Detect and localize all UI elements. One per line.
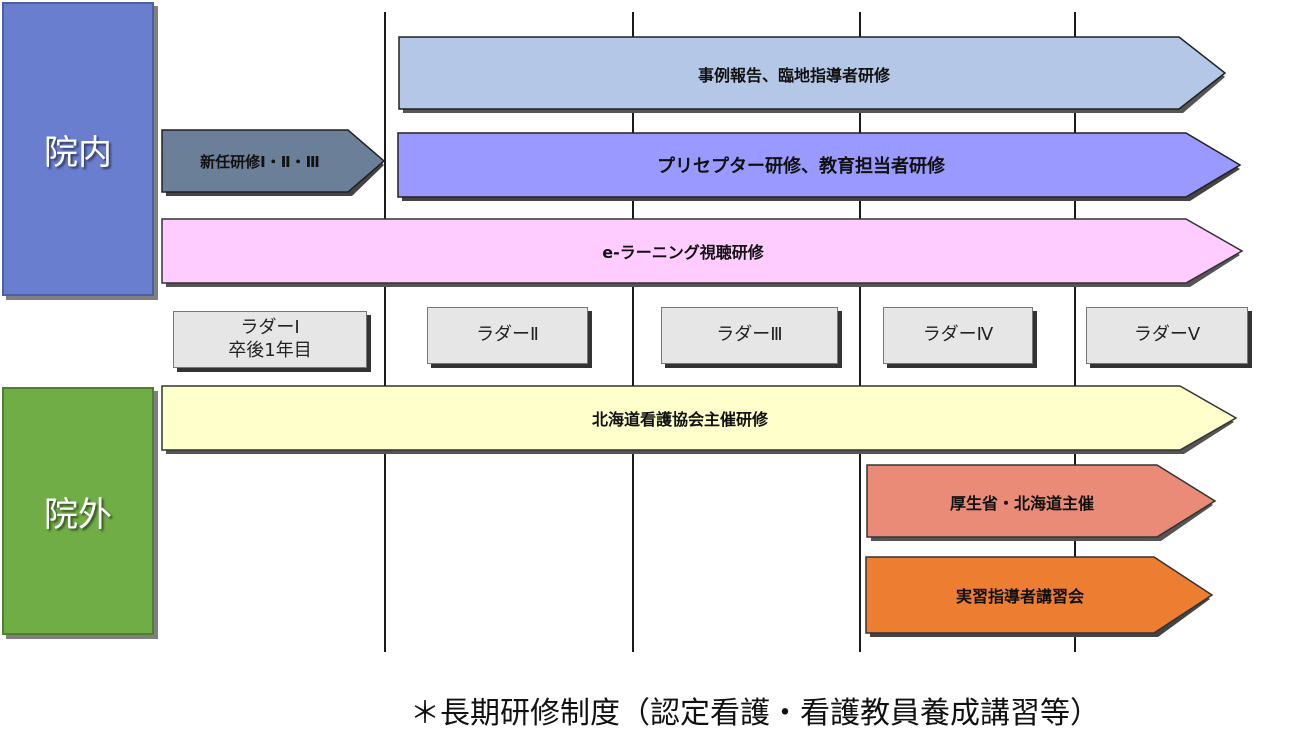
nursing-association-arrow: 北海道看護協会主催研修 xyxy=(161,385,1238,454)
ladder-2-box: ラダーⅡ xyxy=(427,307,588,364)
preceptor-label: プリセプター研修、教育担当者研修 xyxy=(657,156,945,177)
elearning-arrow: e-ラーニング視聴研修 xyxy=(161,218,1244,287)
outside-hospital-text: 院外 xyxy=(44,494,112,535)
new-staff-label: 新任研修Ⅰ・Ⅱ・Ⅲ xyxy=(200,153,320,171)
new-staff-arrow: 新任研修Ⅰ・Ⅱ・Ⅲ xyxy=(161,129,386,196)
practicum-label: 実習指導者講習会 xyxy=(955,587,1084,606)
preceptor-arrow: プリセプター研修、教育担当者研修 xyxy=(397,132,1244,201)
ladder-1-label: ラダーⅠ xyxy=(240,317,300,338)
case-report-label: 事例報告、臨地指導者研修 xyxy=(697,65,890,85)
nursing-association-label: 北海道看護協会主催研修 xyxy=(591,410,768,429)
inside-hospital-text: 院内 xyxy=(44,132,112,173)
ministry-arrow: 厚生省・北海道主催 xyxy=(866,464,1217,541)
ladder-3-label: ラダーⅢ xyxy=(716,324,783,346)
long-term-training-footnote: ＊長期研修制度（認定看護・看護教員養成講習等） xyxy=(410,696,1100,731)
outside-hospital-label: 院外 xyxy=(2,387,154,635)
practicum-arrow: 実習指導者講習会 xyxy=(865,556,1214,637)
ministry-label: 厚生省・北海道主催 xyxy=(949,493,1094,513)
inside-hospital-label: 院内 xyxy=(2,2,154,296)
ladder-4-label: ラダーⅣ xyxy=(922,324,994,346)
ladder-2-label: ラダーⅡ xyxy=(476,324,539,346)
case-report-arrow: 事例報告、臨地指導者研修 xyxy=(398,36,1229,113)
stage-divider-line xyxy=(1074,12,1076,652)
ladder-3-box: ラダーⅢ xyxy=(661,307,838,364)
stage-divider-line xyxy=(632,12,634,652)
stage-divider-line xyxy=(384,12,386,652)
ladder-1-box: ラダーⅠ 卒後1年目 xyxy=(173,311,367,368)
elearning-label: e-ラーニング視聴研修 xyxy=(602,243,764,262)
ladder-5-label: ラダーⅤ xyxy=(1133,324,1201,346)
ladder-4-box: ラダーⅣ xyxy=(883,307,1033,364)
ladder-1-sublabel: 卒後1年目 xyxy=(228,339,312,361)
stage-divider-line xyxy=(859,12,861,652)
ladder-5-box: ラダーⅤ xyxy=(1086,307,1248,364)
